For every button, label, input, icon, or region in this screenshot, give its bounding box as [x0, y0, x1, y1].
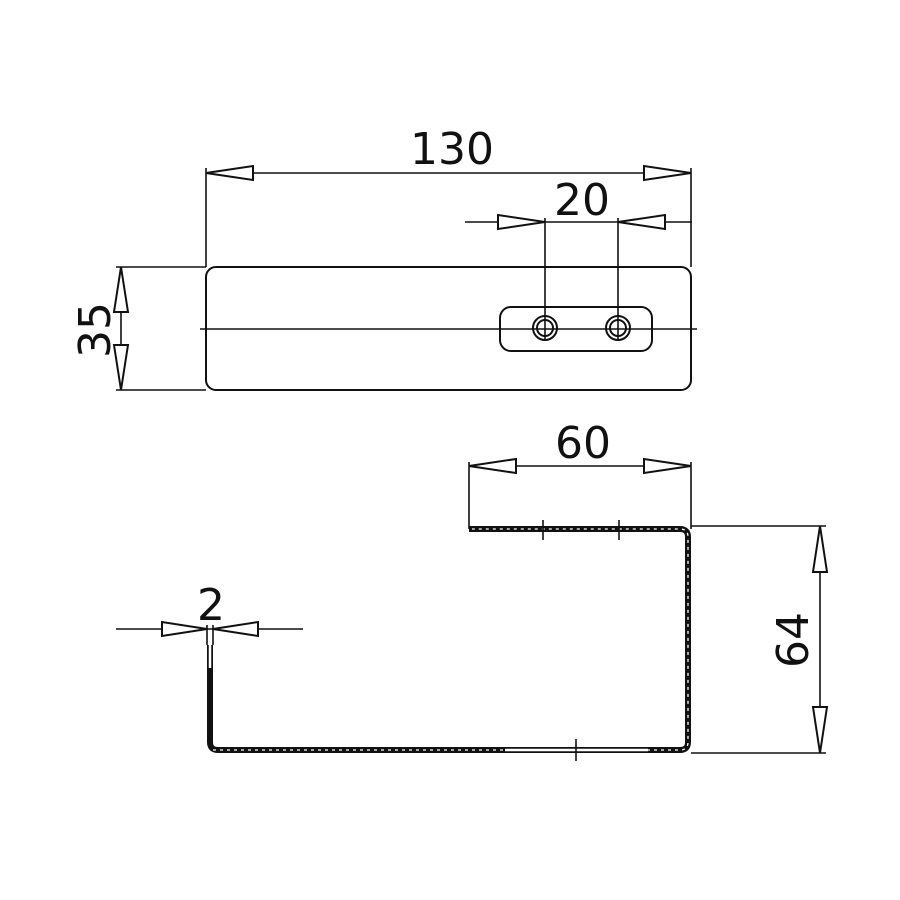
hole-left: [532, 315, 558, 341]
dimension-width: 35: [70, 266, 206, 391]
dim-130-label: 130: [410, 124, 494, 175]
dim-60-label: 60: [555, 418, 611, 469]
arrow-up-icon: [811, 525, 829, 573]
dimension-top-flange: 60: [468, 418, 692, 529]
side-view: 60 64 2: [116, 418, 829, 761]
arrow-right-icon: [497, 213, 546, 231]
mounting-slot: [499, 306, 653, 352]
bracket-profile: [207, 526, 691, 753]
dim-35-label: 35: [70, 302, 121, 358]
arrow-up-icon: [112, 266, 130, 313]
dimension-height: 64: [691, 525, 829, 754]
dim-2-label: 2: [197, 580, 225, 631]
arrow-left-icon: [468, 457, 517, 475]
dim-64-label: 64: [768, 612, 819, 668]
dimension-hole-spacing: 20: [465, 175, 692, 316]
arrow-right-icon: [643, 164, 692, 182]
dimension-thickness: 2: [116, 580, 303, 645]
arrow-left-icon: [212, 620, 259, 638]
arrow-right-icon: [643, 457, 692, 475]
dimension-overall-length: 130: [205, 124, 692, 267]
arrow-left-icon: [617, 213, 666, 231]
dim-20-label: 20: [554, 175, 610, 226]
arrow-down-icon: [811, 706, 829, 754]
arrow-right-icon: [161, 620, 208, 638]
top-view: 130 20 35: [70, 124, 697, 391]
arrow-down-icon: [112, 344, 130, 391]
arrow-left-icon: [205, 164, 254, 182]
hole-right: [605, 315, 631, 341]
